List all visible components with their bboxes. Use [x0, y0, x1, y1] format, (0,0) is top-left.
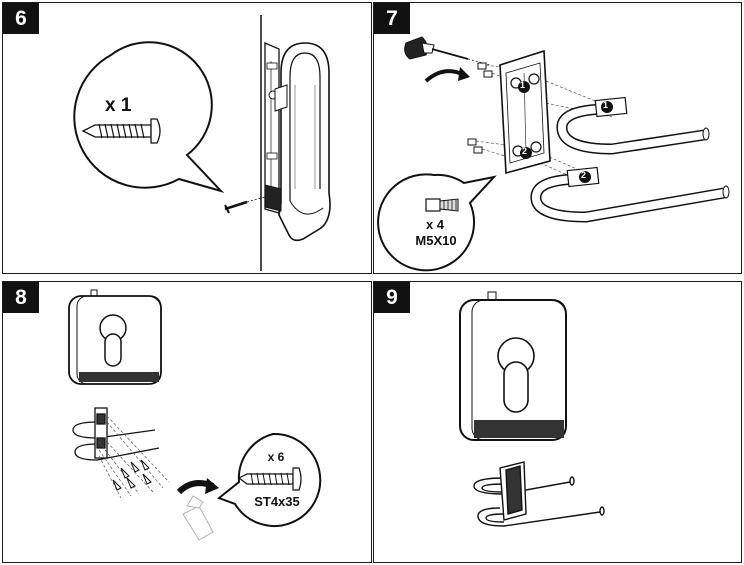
step-7-panel: 7 [373, 2, 742, 274]
screw-quantity: x 1 [105, 95, 132, 116]
towel-bar-assembly [72, 407, 160, 461]
step-8-illustration [68, 289, 322, 541]
step-number-badge: 6 [3, 3, 39, 34]
callout-number: 1 [603, 100, 609, 110]
screw-spec: M5X10 [415, 233, 457, 248]
hand-dryer-icon [459, 291, 567, 441]
callout-bubble [73, 41, 225, 193]
step-number-badge: 7 [374, 3, 410, 34]
screw-quantity: x 4 [425, 217, 445, 232]
step-9-panel: 9 [373, 281, 742, 563]
step-6-illustration [73, 15, 331, 271]
screw-spec: ST4x35 [254, 494, 300, 509]
callout-2-bar [579, 171, 591, 183]
screwdriver-icon [404, 36, 491, 66]
callout-1-plate [518, 81, 530, 93]
towel-bar-side [278, 42, 331, 242]
callout-number: 2 [522, 146, 528, 156]
step-9-illustration [459, 291, 605, 527]
step-number-badge: 8 [3, 282, 39, 313]
step-7-illustration [377, 36, 730, 272]
step-6-panel: 6 [2, 2, 372, 274]
screw-icon [224, 196, 266, 214]
screw-quantity: x 6 [267, 450, 285, 464]
callout-bubble [377, 173, 497, 272]
hand-dryer-icon [68, 289, 162, 385]
callout-number: 2 [581, 170, 587, 180]
screwdriver-icon [182, 495, 214, 541]
callout-number: 1 [520, 80, 526, 90]
anchor-screws [112, 459, 152, 491]
wood-screw-icon [237, 467, 302, 491]
machine-screw-icon [425, 198, 459, 212]
step-8-panel: 8 [2, 281, 372, 563]
towel-bar-installed [473, 461, 605, 527]
callout-1-bar [601, 101, 613, 113]
callout-2-plate [520, 147, 532, 159]
wood-screw-icon [81, 118, 161, 144]
step-number-badge: 9 [374, 282, 410, 313]
